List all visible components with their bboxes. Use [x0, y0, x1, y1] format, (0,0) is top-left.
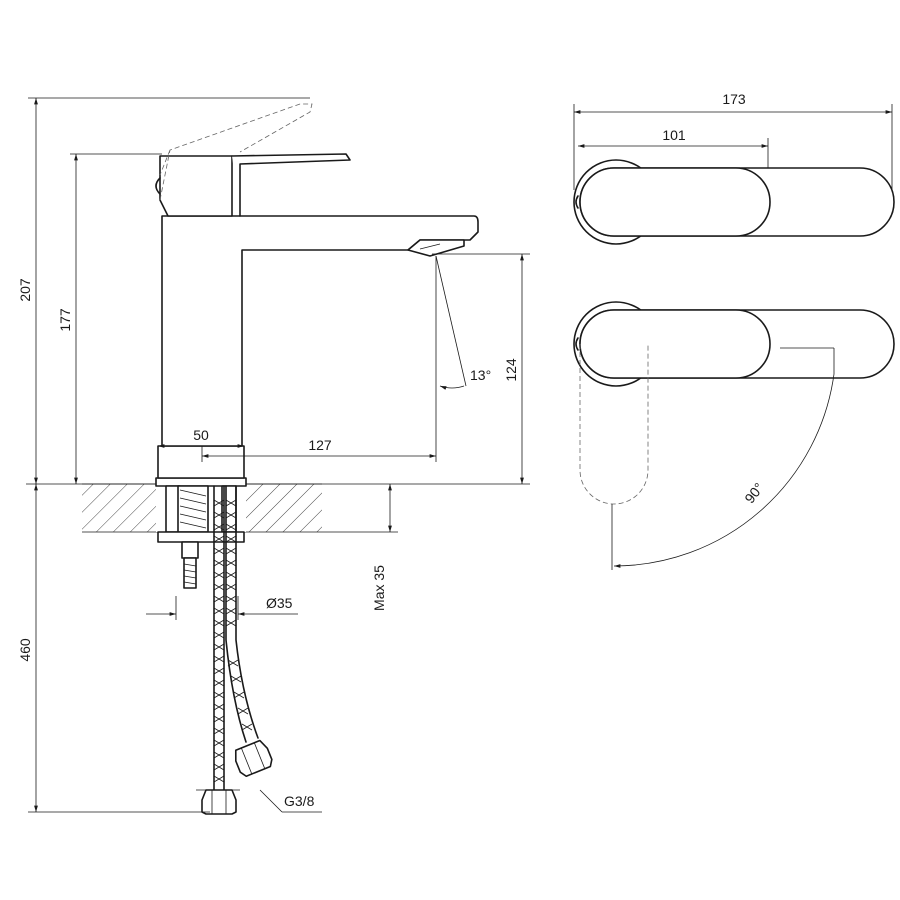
dimension-spout-height — [70, 153, 162, 484]
dimension-spout-reach — [201, 386, 437, 462]
supply-hoses — [196, 485, 273, 815]
dimension-body-length — [578, 138, 769, 170]
label-base-width: 50 — [193, 427, 209, 443]
mounting-shank — [155, 477, 247, 589]
label-overall-height: 207 — [17, 278, 33, 302]
label-outlet-height: 124 — [503, 358, 519, 382]
label-spout-reach: 127 — [308, 437, 332, 453]
label-connector-thread: G3/8 — [284, 793, 315, 809]
dimension-max-counter — [322, 484, 398, 533]
label-handle-length: 173 — [722, 91, 746, 107]
label-spout-height: 177 — [57, 308, 73, 332]
spray-angle-lines — [435, 255, 467, 390]
dimension-overall-height — [28, 97, 310, 484]
side-view: 207 177 460 124 50 127 13° Ø35 Max 35 G3… — [17, 97, 530, 815]
label-rotation-angle: 90° — [741, 480, 767, 507]
connector-leader — [259, 789, 322, 813]
dimension-below-counter — [28, 484, 210, 813]
label-max-counter: Max 35 — [371, 565, 387, 611]
label-body-length: 101 — [662, 127, 686, 143]
top-view-rotated — [573, 301, 895, 570]
label-spray-angle: 13° — [470, 367, 491, 383]
dimension-outlet-height — [432, 253, 530, 484]
label-hole-diameter: Ø35 — [266, 595, 293, 611]
label-below-counter: 460 — [17, 638, 33, 662]
faucet-body — [155, 103, 479, 479]
top-view: 173 101 90° — [573, 91, 895, 570]
dimension-handle-length — [573, 104, 893, 200]
dimension-hole-diameter — [146, 596, 298, 620]
top-view-closed — [573, 159, 895, 245]
